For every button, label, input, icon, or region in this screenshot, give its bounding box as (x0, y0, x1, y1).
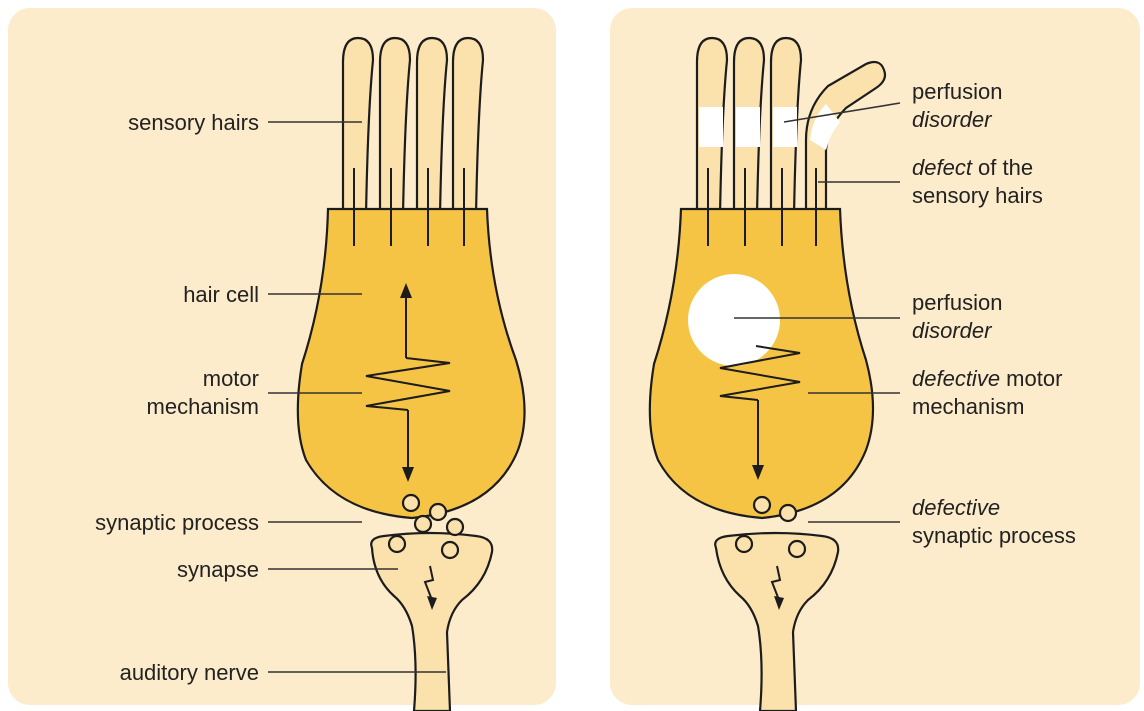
hair-cell-body (650, 209, 873, 518)
perfusion-defect-spot (688, 274, 780, 366)
label-hair-perfusion-line1: perfusion (912, 79, 1003, 104)
label-auditory-nerve: auditory nerve (120, 660, 259, 685)
left-panel: sensory hairs hair cell motor mechanism … (8, 8, 556, 711)
label-defective-motor-line1: defective motor (912, 366, 1062, 391)
label-defective-synaptic-line2: synaptic process (912, 523, 1076, 548)
label-defective-motor-line2: mechanism (912, 394, 1024, 419)
label-defect-rest: of the (972, 155, 1033, 180)
label-motor-rest: motor (1000, 366, 1062, 391)
label-defective-synaptic-line1: defective (912, 495, 1000, 520)
label-synapse: synapse (177, 557, 259, 582)
label-hair-perfusion-line2: disorder (912, 107, 993, 132)
label-motor-line1: motor (203, 366, 259, 391)
label-hair-cell: hair cell (183, 282, 259, 307)
label-motor-line2: mechanism (147, 394, 259, 419)
label-defect-hairs-line2: sensory hairs (912, 183, 1043, 208)
label-synaptic-process: synaptic process (95, 510, 259, 535)
label-defect-italic: defect (912, 155, 973, 180)
label-sensory-hairs: sensory hairs (128, 110, 259, 135)
label-defect-hairs-line1: defect of the (912, 155, 1033, 180)
label-cell-perfusion-line2: disorder (912, 318, 993, 343)
label-cell-perfusion-line1: perfusion (912, 290, 1003, 315)
label-defective-italic: defective (912, 366, 1000, 391)
right-panel: perfusion disorder defect of the sensory… (610, 8, 1140, 711)
